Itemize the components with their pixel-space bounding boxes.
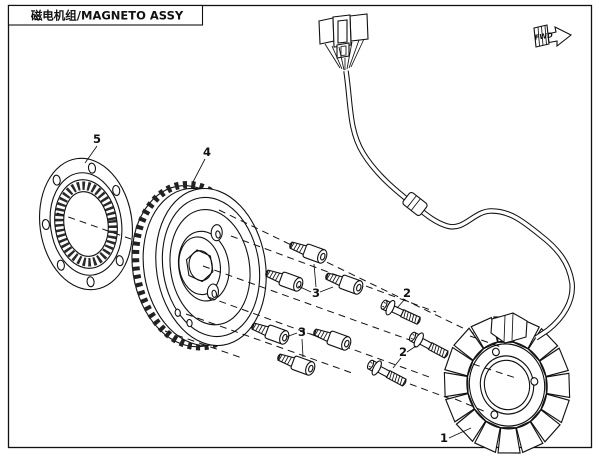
cable-connector [318,13,369,71]
part-5-starter-clutch-ring [38,157,134,291]
hub-hex-hole [185,249,214,283]
callout-part-4: 4 [203,145,211,159]
fwd-label: FWD [534,31,554,42]
connector-wires [324,38,365,71]
stator-mount-holes [490,347,539,419]
part-4-flywheel-rotor [131,180,267,351]
part-1-stator [443,316,571,454]
stator-cable-harness [318,13,575,344]
stator-wire-boot [490,312,528,344]
page-title: 磁电机组/MAGNETO ASSY [31,9,184,23]
title-box: 磁电机组/MAGNETO ASSY [7,4,204,26]
callouts: 5 4 3 3 2 2 1 [84,132,472,445]
callout-part-2-upper: 2 [403,286,411,300]
sprag-teeth-band [54,181,118,267]
callout-part-2-lower: 2 [399,345,407,359]
flywheel-face-holes [174,224,223,328]
callout-part-3-lower: 3 [298,325,306,339]
axis-line-ends [454,335,517,413]
cable-grommet [402,191,428,217]
callout-part-1: 1 [440,431,448,445]
callout-part-3-upper: 3 [312,286,320,300]
fwd-arrow-icon: FWD [533,24,573,48]
callout-part-5: 5 [93,132,101,146]
flange-bolt-holes [41,162,124,288]
